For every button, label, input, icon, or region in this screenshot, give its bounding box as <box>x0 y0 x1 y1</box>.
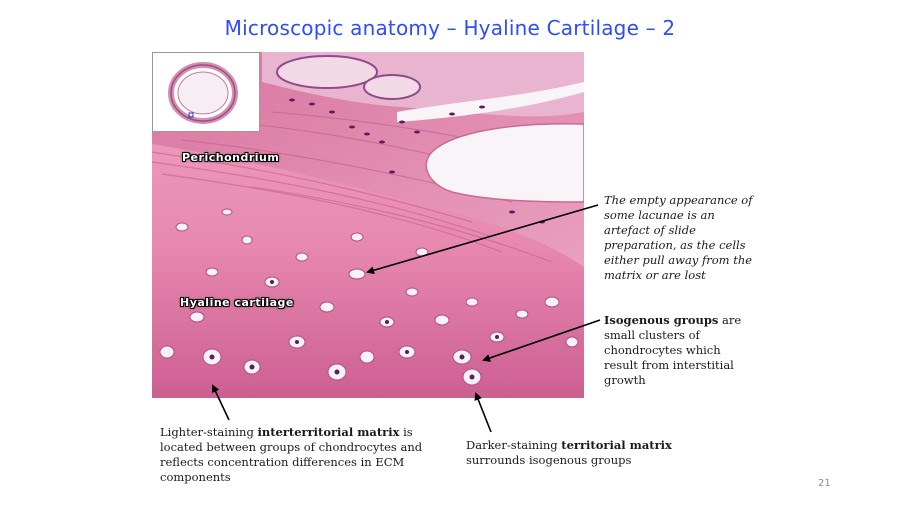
territorial-prefix: Darker-staining <box>466 438 562 452</box>
perichondrium-label: Perichondrium <box>182 151 280 164</box>
isogenous-annotation: Isogenous groups are small clusters of c… <box>604 313 749 388</box>
trachea-overview-image <box>153 53 259 131</box>
vessel-lumen <box>425 123 584 203</box>
territorial-arrow <box>474 392 492 433</box>
isogenous-description: are small clusters of chondrocytes which… <box>604 313 742 387</box>
territorial-description: surrounds isogenous groups <box>466 453 632 467</box>
gland-duct <box>363 74 421 100</box>
interterritorial-description: is located between groups of chondrocyte… <box>160 425 423 484</box>
slide-number: 21 <box>818 478 831 489</box>
interterritorial-prefix: Lighter-staining <box>160 425 258 439</box>
histology-micrograph: Perichondrium Hyaline cartilage <box>152 52 584 398</box>
interterritorial-term: interterritorial matrix <box>257 425 400 439</box>
territorial-annotation: Darker-staining territorial matrix surro… <box>466 438 706 468</box>
inset-location-marker <box>188 112 194 118</box>
interterritorial-annotation: Lighter-staining interterritorial matrix… <box>160 425 440 485</box>
tissue-gap <box>397 82 584 122</box>
lacunae-annotation: The empty appearance of some lacunae is … <box>604 193 753 282</box>
slide-title: Microscopic anatomy – Hyaline Cartilage … <box>224 16 676 40</box>
gland-duct <box>276 55 378 89</box>
hyaline-cartilage-label: Hyaline cartilage <box>180 296 294 309</box>
isogenous-term: Isogenous groups <box>604 313 719 327</box>
territorial-term: territorial matrix <box>561 438 672 452</box>
inset-overview <box>152 52 260 132</box>
